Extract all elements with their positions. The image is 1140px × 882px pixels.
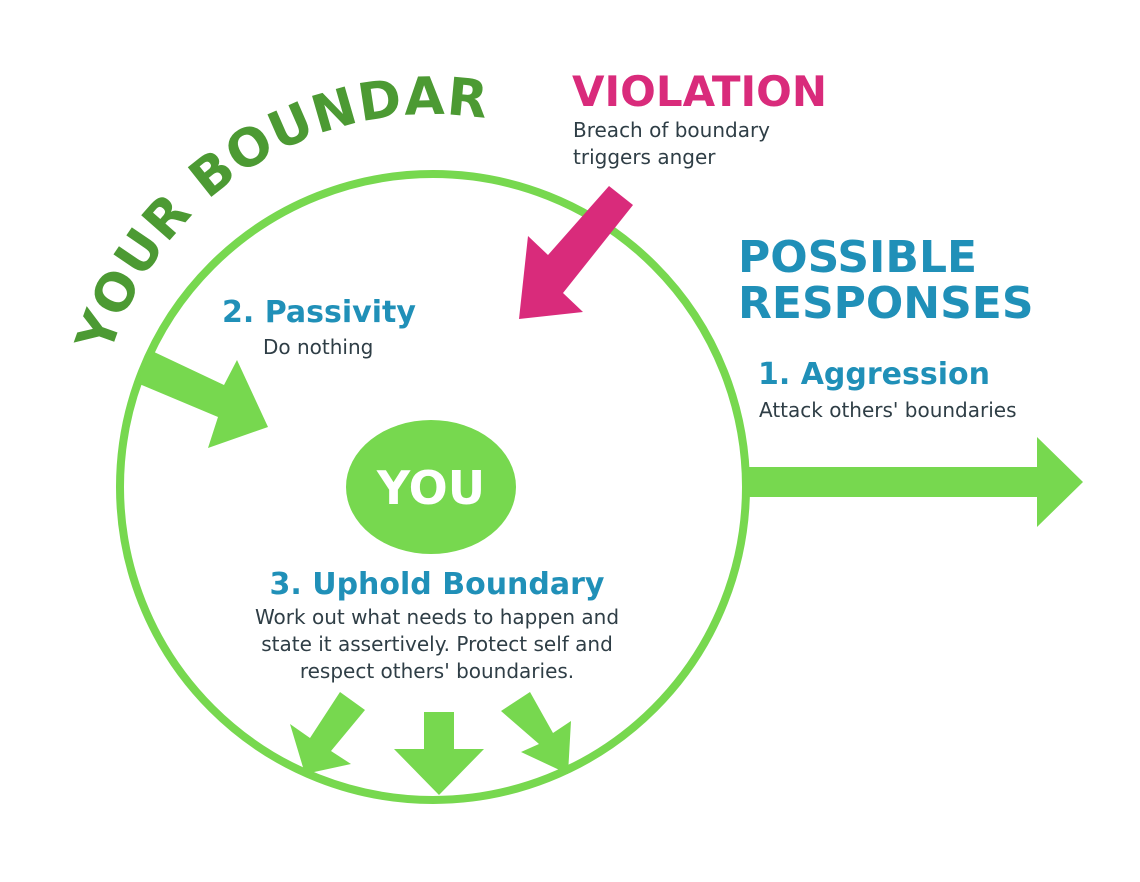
you-ellipse [346, 420, 516, 554]
uphold-arrow-middle [394, 712, 484, 795]
uphold-title: 3. Uphold Boundary [270, 567, 605, 602]
violation-arrow [519, 186, 633, 319]
uphold-desc-line-3: respect others' boundaries. [300, 659, 574, 683]
uphold-arrow-left [290, 692, 365, 774]
boundary-circle [116, 170, 750, 804]
you-label: YOU [376, 461, 485, 515]
aggression-arrow [748, 437, 1083, 527]
violation-desc-line-2: triggers anger [573, 145, 716, 169]
responses-title-line-1: POSSIBLE [738, 232, 977, 283]
violation-desc-line-1: Breach of boundary [573, 118, 770, 142]
violation-title: VIOLATION [572, 67, 827, 116]
uphold-desc-line-2: state it assertively. Protect self and [261, 632, 613, 656]
uphold-desc-line-1: Work out what needs to happen and [255, 605, 619, 629]
aggression-desc: Attack others' boundaries [759, 398, 1017, 422]
passivity-desc: Do nothing [263, 335, 373, 359]
responses-title-line-2: RESPONSES [738, 278, 1034, 329]
aggression-title: 1. Aggression [758, 357, 990, 392]
passivity-title: 2. Passivity [222, 295, 416, 330]
passivity-arrow [137, 351, 268, 448]
uphold-arrow-right [501, 692, 571, 774]
